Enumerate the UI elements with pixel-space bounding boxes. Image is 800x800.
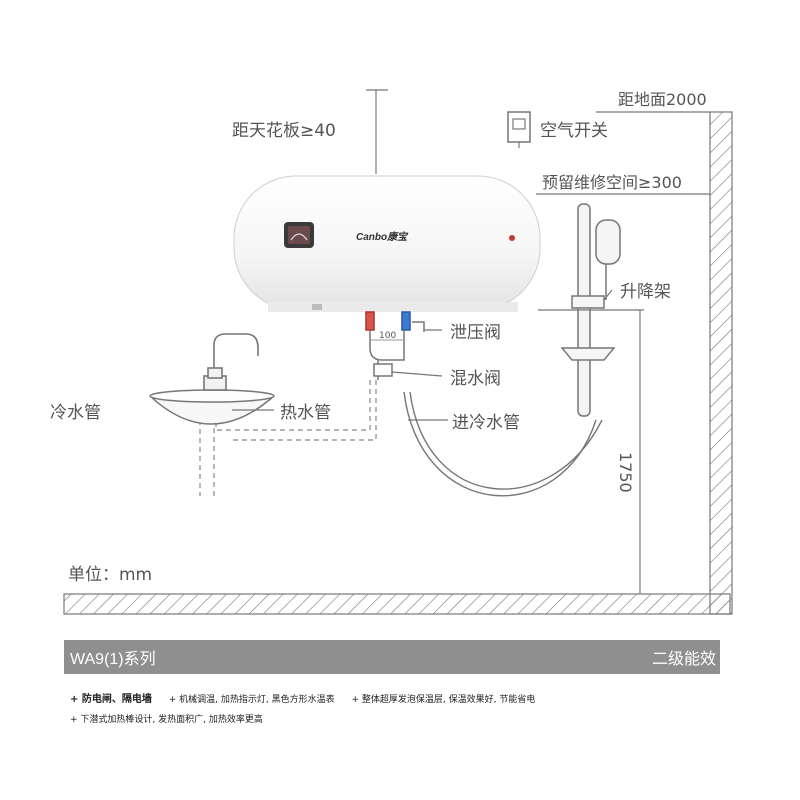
ceiling-distance-label: 距天花板≥40 [232, 121, 336, 141]
brand-logo: Canbo康宝 [356, 231, 409, 243]
floor-distance-label: 距地面2000 [618, 90, 707, 109]
shower-head-icon [595, 219, 621, 300]
pipe-spacing-dim: 100 [370, 331, 404, 341]
floor [63, 593, 731, 615]
feature-item: + 机械调温, 加热指示灯, 黑色方形水温表 [168, 695, 335, 705]
maintenance-space-label: 预留维修空间≥300 [542, 173, 682, 192]
unit-label: 单位：mm [68, 565, 152, 585]
wash-basin [149, 389, 275, 425]
model-series: WA9(1)系列 [70, 651, 156, 668]
air-switch-icon [507, 111, 531, 148]
cold-inlet-pipe-label: 进冷水管 [452, 413, 520, 433]
height-dimension [538, 309, 644, 594]
pipe-spacing-label: 100 [379, 331, 396, 341]
shower-hose [403, 391, 603, 497]
indicator-light [509, 235, 515, 241]
hot-pipe-label: 热水管 [280, 403, 331, 423]
valve-assembly [365, 311, 425, 380]
wall [709, 111, 733, 615]
energy-grade: 二级能效 [651, 651, 716, 668]
series-title-bar: WA9(1)系列 二级能效 [64, 640, 720, 674]
features-line-2: + 下潜式加热棒设计, 发热面积广, 加热效率更高 [70, 712, 277, 725]
relief-valve-label: 泄压阀 [450, 323, 501, 343]
features-line-1: + 防电闸、隔电墙 + 机械调温, 加热指示灯, 黑色方形水温表 + 整体超厚发… [70, 690, 549, 705]
install-height-label: 1750 [616, 452, 635, 493]
lift-rack-label: 升降架 [620, 282, 671, 302]
air-switch-label: 空气开关 [540, 121, 608, 141]
feature-item: + 下潜式加热棒设计, 发热面积广, 加热效率更高 [70, 715, 263, 725]
temperature-gauge-icon [284, 222, 314, 248]
mixing-valve-label: 混水阀 [450, 369, 501, 389]
water-heater: Canbo康宝 [233, 175, 541, 312]
cold-pipe-label: 冷水管 [50, 403, 101, 423]
feature-item: + 整体超厚发泡保温层, 保温效果好, 节能省电 [351, 695, 536, 705]
faucet-icon [203, 333, 259, 391]
feature-item: + 防电闸、隔电墙 [70, 694, 152, 705]
